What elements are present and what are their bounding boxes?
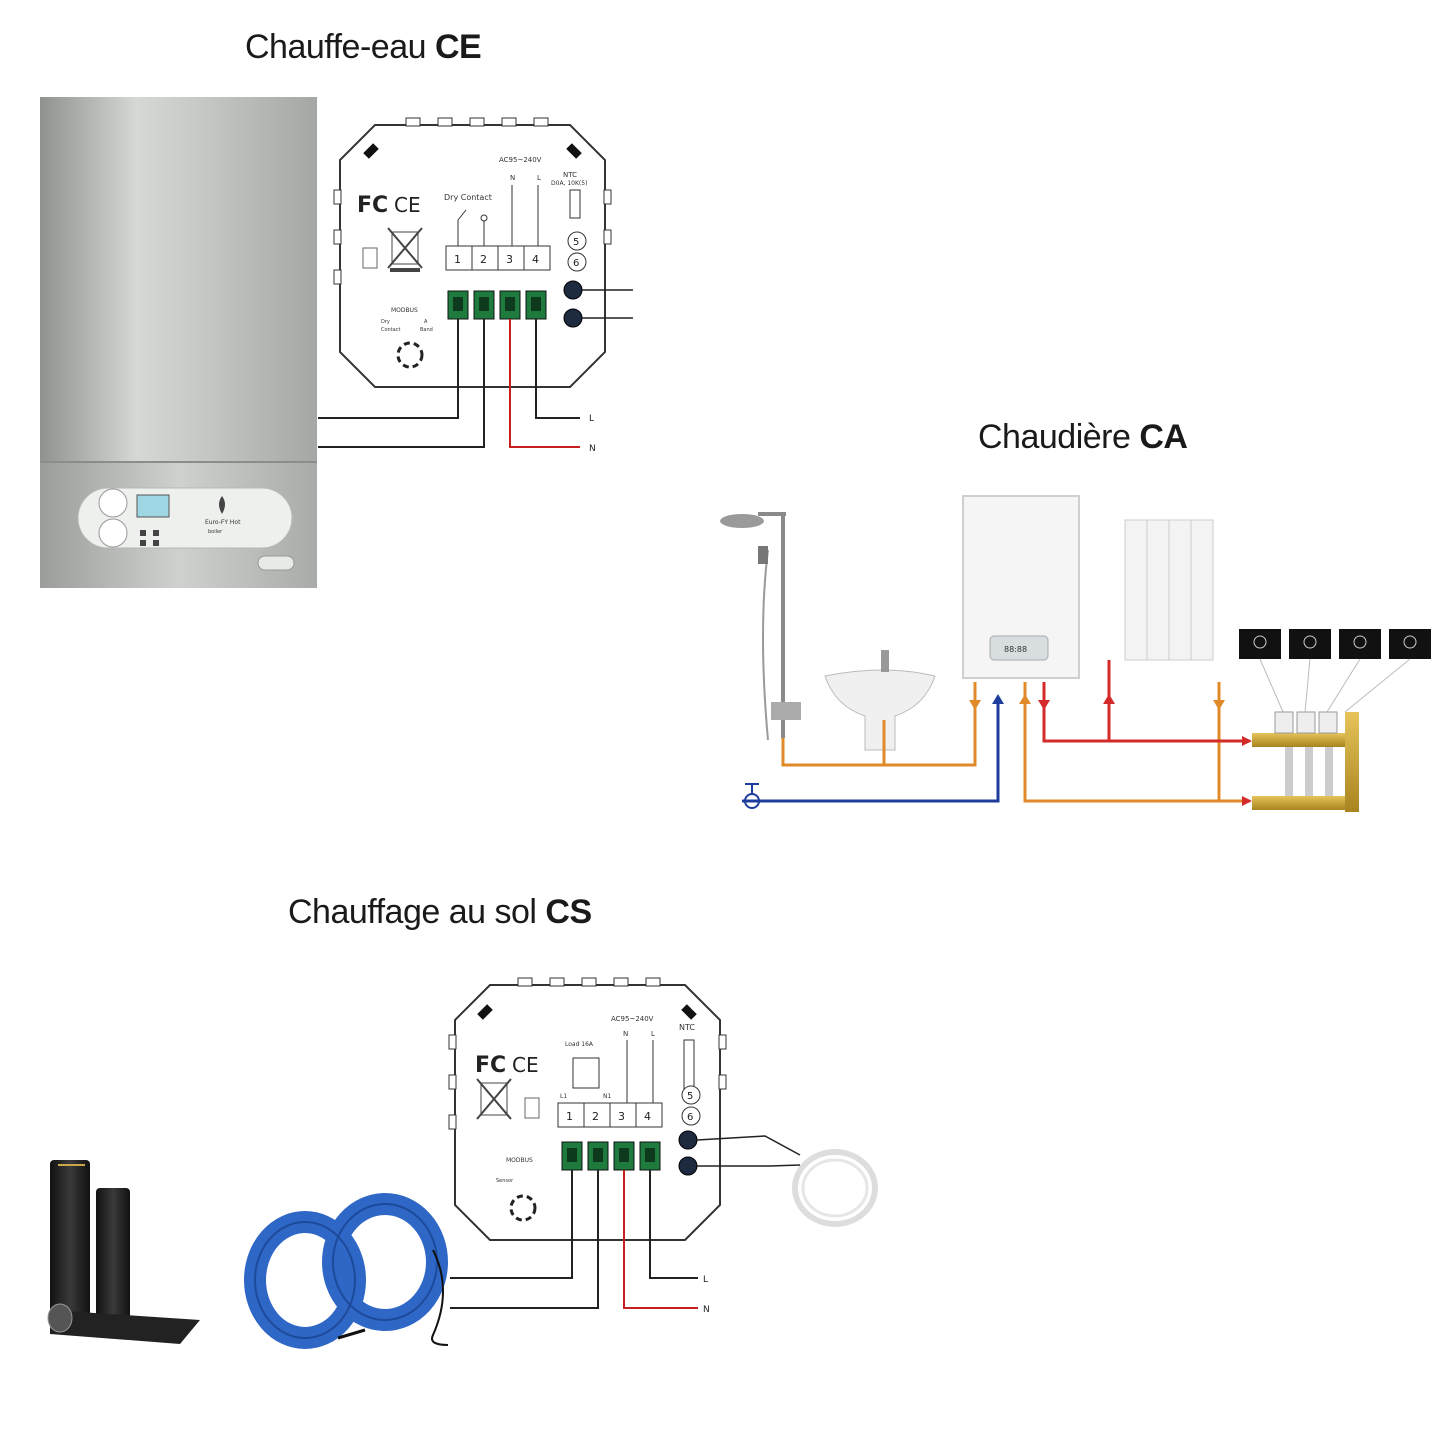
ce-term-l: L	[537, 174, 541, 182]
title-ca: Chaudière CA	[978, 418, 1188, 457]
cs-term-l: L	[651, 1030, 655, 1038]
cs-voltage: AC95~240V	[611, 1015, 654, 1023]
ca-manifold	[1252, 711, 1359, 812]
ce-sensor-6: 6	[573, 258, 579, 269]
ca-thermostat-panels	[1239, 629, 1431, 713]
title-cs-code: CS	[545, 893, 592, 931]
cs-cert-fc: FC	[475, 1053, 506, 1078]
cs-module: MODBUS	[506, 1157, 533, 1164]
ce-ntc: NTC	[563, 171, 577, 179]
cs-terminal-4: 4	[644, 1110, 651, 1123]
boiler-sub: boiler	[208, 529, 223, 535]
ce-sensor-5: 5	[573, 237, 579, 248]
cs-sensor-5: 5	[687, 1091, 693, 1102]
ce-cert-fc: FC	[357, 193, 388, 218]
ce-module-sub3: A	[424, 319, 428, 325]
ce-terminal-2: 2	[480, 253, 487, 266]
ca-radiator	[1124, 519, 1214, 661]
cs-label-l: L	[703, 1275, 708, 1285]
cs-ntc: NTC	[679, 1023, 695, 1032]
ce-thermostat: FC CE AC95~240V Dry Contact NTC D0A, 10K…	[333, 117, 612, 388]
flame-icon	[219, 496, 225, 514]
cs-terminal-3: 3	[618, 1110, 625, 1123]
title-cs-prefix: Chauffage au sol	[288, 893, 546, 931]
title-ca-code: CA	[1139, 418, 1188, 456]
title-cs: Chauffage au sol CS	[288, 893, 592, 932]
ce-module: MODBUS	[391, 307, 418, 314]
ce-cert-ce: CE	[394, 193, 421, 217]
cs-sensor-probe	[792, 1149, 878, 1227]
boiler-brand: Euro-FY Hot	[205, 519, 241, 526]
ce-terminal-1: 1	[454, 253, 461, 266]
ca-sink	[824, 650, 936, 765]
title-ce: Chauffe-eau CE	[245, 28, 482, 67]
cs-terminal-2: 2	[592, 1110, 599, 1123]
ce-module-sub4: Band	[420, 327, 433, 333]
cs-term-n1: N1	[603, 1093, 611, 1100]
ce-dry-contact: Dry Contact	[444, 193, 492, 202]
cs-label-n: N	[703, 1305, 710, 1315]
ce-terminal-3: 3	[506, 253, 513, 266]
cs-wiring: L N	[450, 1135, 801, 1315]
ce-label-n: N	[589, 444, 596, 454]
title-ce-code: CE	[434, 28, 482, 66]
cs-screw-terminals	[561, 1141, 661, 1171]
ca-boiler-display: 88:88	[1004, 645, 1027, 654]
ca-shower	[720, 512, 801, 741]
ce-wiring: L N	[318, 289, 633, 454]
ce-voltage: AC95~240V	[499, 156, 542, 164]
cs-term-l1: L1	[560, 1093, 567, 1100]
cs-term-n: N	[623, 1030, 628, 1038]
cs-sensor-6: 6	[687, 1112, 693, 1123]
cs-cable-coil	[244, 1193, 449, 1349]
cs-heating-film	[47, 1160, 200, 1344]
ce-terminal-4: 4	[532, 253, 539, 266]
ce-module-sub2: Contact	[381, 327, 400, 333]
ce-ntc-sub: D0A, 10K(5)	[551, 180, 587, 187]
title-ce-prefix: Chauffe-eau	[245, 28, 435, 66]
title-ca-prefix: Chaudière	[978, 418, 1140, 456]
ce-boiler: Euro-FY Hot boiler	[40, 97, 317, 588]
valve-icon	[744, 783, 760, 809]
cs-module-sub: Sensor	[496, 1178, 514, 1184]
ca-boiler: 88:88	[962, 495, 1080, 679]
cs-terminal-1: 1	[566, 1110, 573, 1123]
ce-label-l: L	[589, 414, 594, 424]
ce-screw-terminals	[447, 290, 547, 320]
ce-module-sub1: Dry	[381, 319, 390, 325]
cs-thermostat: FC CE AC95~240V Load 16A NTC N L L1 N1 1…	[448, 977, 727, 1241]
ce-term-n: N	[510, 174, 515, 182]
cs-cert-ce: CE	[512, 1053, 539, 1077]
cs-load: Load 16A	[565, 1041, 594, 1048]
recycle-bin-icon	[387, 227, 423, 272]
ca-pipes	[742, 660, 1252, 809]
cs-recycle-bin-icon	[476, 1078, 512, 1120]
